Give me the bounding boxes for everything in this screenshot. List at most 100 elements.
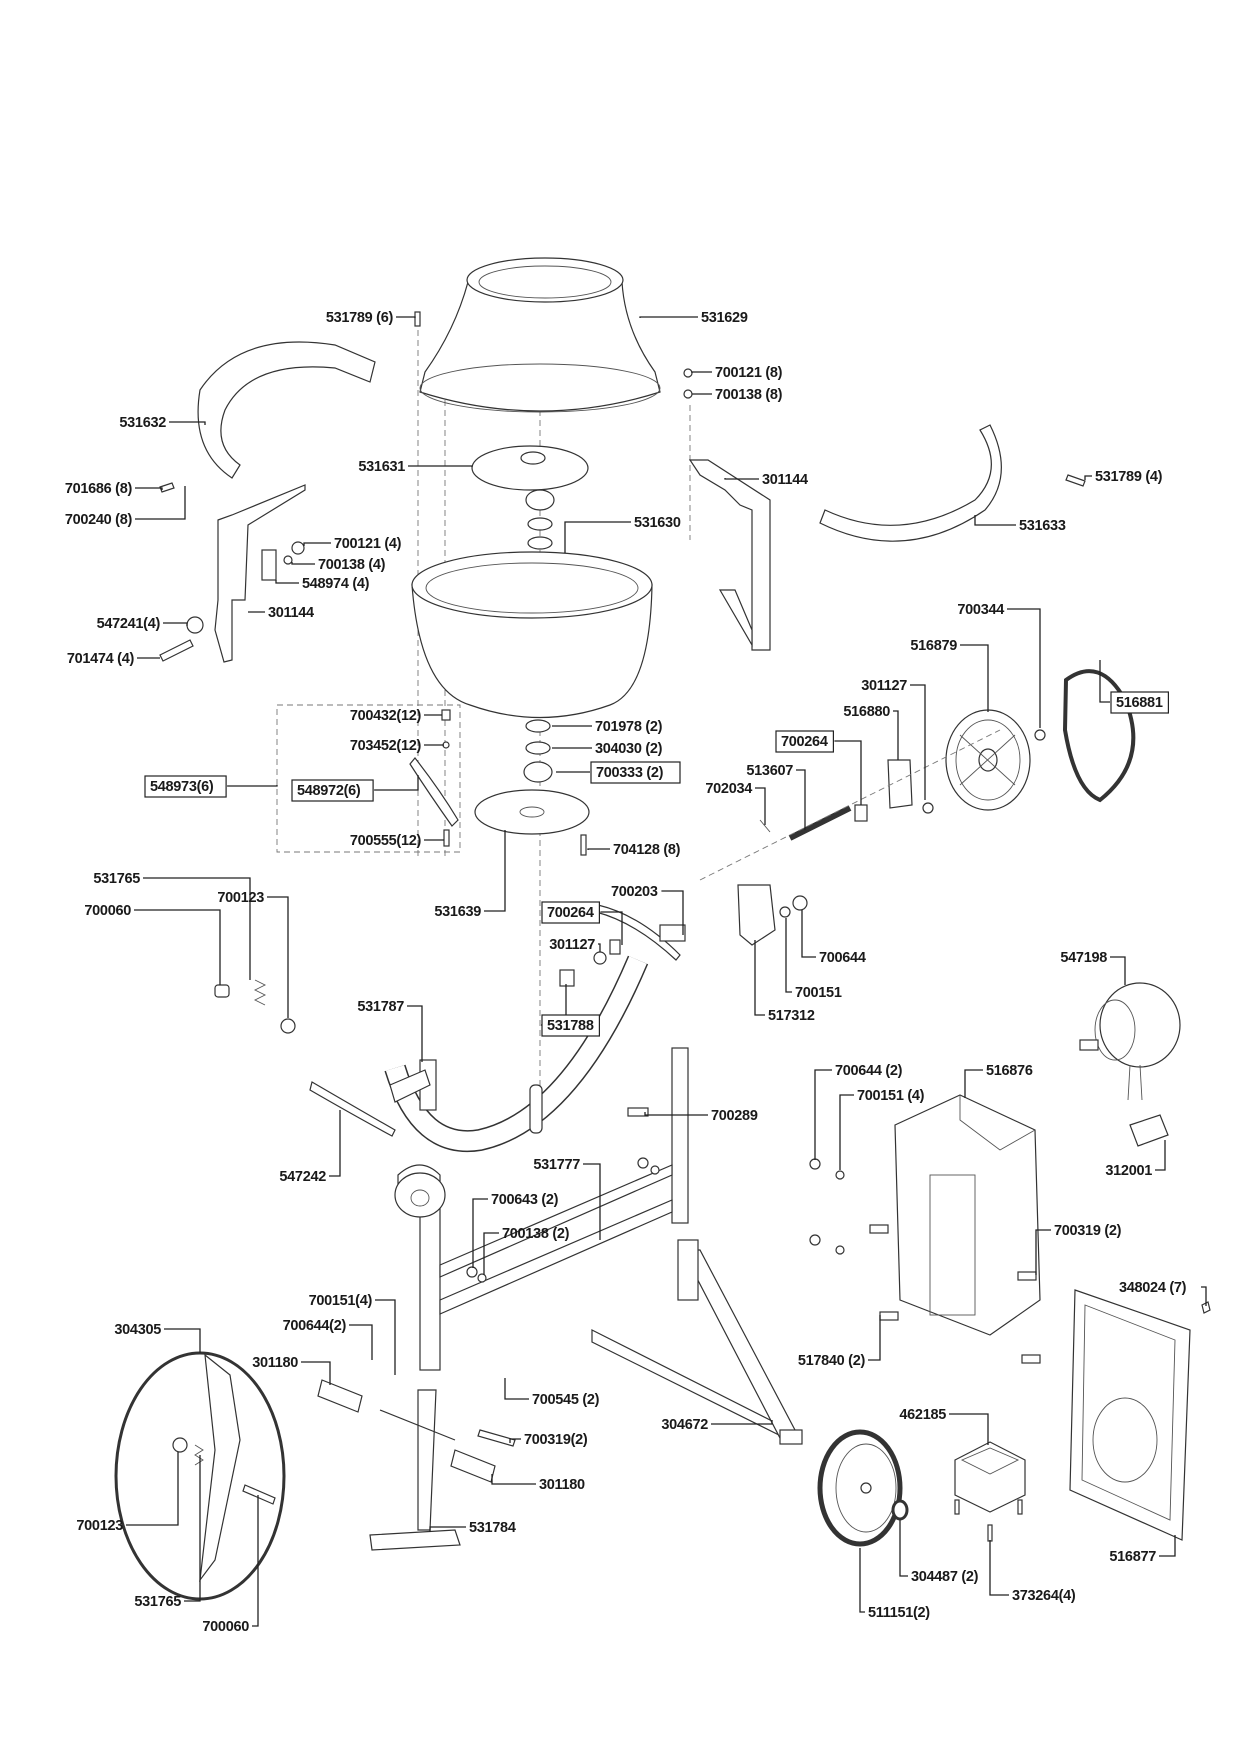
part-number-label: 547241(4) bbox=[97, 616, 161, 632]
part-label: 531765 bbox=[93, 871, 251, 980]
leader-line bbox=[1201, 1286, 1207, 1306]
part-number-label: 516876 bbox=[986, 1063, 1033, 1079]
bolt bbox=[477, 1429, 516, 1447]
leader-line bbox=[1084, 475, 1092, 480]
leader-line bbox=[374, 775, 419, 791]
washer bbox=[835, 1170, 845, 1180]
leader-line bbox=[375, 1299, 396, 1375]
motor-cover bbox=[1069, 1289, 1191, 1541]
part-number-label: 700643 (2) bbox=[491, 1192, 559, 1208]
part-number-label: 700432(12) bbox=[350, 708, 422, 724]
part-label: 531629 bbox=[639, 310, 748, 326]
ring bbox=[527, 517, 553, 531]
bearing bbox=[525, 489, 555, 511]
part-label: 700644(2) bbox=[283, 1318, 373, 1360]
label-box bbox=[541, 1014, 601, 1037]
bearing-plate-bottom bbox=[474, 789, 590, 835]
leader-line bbox=[834, 740, 862, 805]
leader-line bbox=[484, 830, 506, 912]
part-number-label: 462185 bbox=[899, 1407, 946, 1423]
leg-foot bbox=[369, 1529, 461, 1551]
part-label: 548972(6) bbox=[291, 775, 419, 802]
label-box bbox=[144, 775, 227, 798]
nut bbox=[809, 1158, 821, 1170]
leader-line bbox=[126, 1452, 179, 1526]
leader-line bbox=[134, 909, 221, 985]
part-label: 700151 (4) bbox=[839, 1088, 925, 1170]
part-label: 548974 (4) bbox=[275, 576, 370, 592]
bolt bbox=[443, 829, 450, 847]
part-label: 703452(12) bbox=[350, 738, 444, 754]
shaft-tube bbox=[659, 924, 686, 942]
part-number-label: 301180 bbox=[539, 1477, 585, 1493]
leader-line bbox=[429, 1526, 466, 1532]
part-label: 700123 bbox=[76, 1452, 179, 1534]
label-box bbox=[590, 761, 681, 784]
leader-line bbox=[1155, 1140, 1166, 1171]
wheel-axle-frame bbox=[591, 1239, 803, 1445]
screw bbox=[987, 1524, 993, 1542]
part-number-label: 373264(4) bbox=[1012, 1588, 1076, 1604]
label-box bbox=[1110, 691, 1170, 714]
part-number-label: 700151(4) bbox=[309, 1293, 373, 1309]
washer bbox=[283, 555, 293, 565]
part-label: 700319 (2) bbox=[1035, 1223, 1122, 1275]
leader-line bbox=[899, 1520, 908, 1577]
leg-crossbar bbox=[379, 1409, 456, 1441]
nut bbox=[441, 709, 451, 721]
part-number-label: 531789 (6) bbox=[326, 310, 394, 326]
part-number-label: 304487 (2) bbox=[911, 1569, 979, 1585]
part-number-label: 701978 (2) bbox=[595, 719, 663, 735]
leader-line bbox=[859, 1548, 865, 1613]
bolt bbox=[1017, 1271, 1037, 1281]
bearing bbox=[523, 761, 553, 783]
part-number-label: 700123 bbox=[217, 890, 264, 906]
ring bbox=[527, 536, 553, 550]
part-label: 304672 bbox=[661, 1417, 773, 1433]
part-number-label: 301180 bbox=[252, 1355, 298, 1371]
nut bbox=[280, 1018, 296, 1034]
part-number-label: 531633 bbox=[1019, 518, 1066, 534]
leader-line bbox=[1110, 956, 1126, 985]
leader-line bbox=[893, 710, 899, 760]
support-leg bbox=[417, 1389, 437, 1531]
leader-line bbox=[1099, 660, 1110, 703]
wheel-clip bbox=[891, 1499, 909, 1521]
part-label: 548973(6) bbox=[144, 775, 278, 798]
leader-line bbox=[598, 943, 601, 952]
part-number-label: 547198 bbox=[1060, 950, 1107, 966]
part-label: 531632 bbox=[119, 415, 206, 431]
leader-line bbox=[509, 1438, 521, 1443]
part-label: 547242 bbox=[279, 1110, 341, 1185]
leader-line bbox=[396, 316, 416, 318]
part-label: 531633 bbox=[974, 515, 1066, 534]
part-label: 547198 bbox=[1060, 950, 1126, 985]
part-number-label: 301127 bbox=[861, 678, 907, 694]
part-label: 301144 bbox=[724, 472, 808, 488]
part-number-label: 700644 (2) bbox=[835, 1063, 903, 1079]
part-number-label: 531789 (4) bbox=[1095, 469, 1163, 485]
part-number-label: 301144 bbox=[268, 605, 314, 621]
part-number-label: 548972(6) bbox=[297, 783, 361, 799]
part-label: 531777 bbox=[533, 1157, 601, 1240]
leader-line bbox=[1035, 1229, 1051, 1275]
bracket-foot bbox=[718, 589, 753, 648]
leader-line bbox=[960, 644, 989, 712]
leader-line bbox=[639, 316, 698, 318]
leader-line bbox=[491, 1474, 536, 1485]
part-number-label: 516877 bbox=[1109, 1549, 1156, 1565]
leader-line bbox=[814, 1069, 832, 1160]
leader-line bbox=[755, 787, 766, 825]
part-label: 513607 bbox=[746, 763, 806, 830]
leader-line bbox=[275, 580, 299, 584]
part-label: 531789 (4) bbox=[1084, 469, 1163, 485]
nut bbox=[683, 368, 693, 378]
nut bbox=[466, 1266, 478, 1278]
nut bbox=[792, 895, 808, 911]
tube-end bbox=[389, 1069, 431, 1103]
gear-segment-group-box bbox=[276, 704, 461, 853]
part-label: 700264 bbox=[541, 901, 623, 945]
part-number-label: 548974 (4) bbox=[302, 576, 370, 592]
leader-line bbox=[801, 910, 816, 958]
part-label: 301127 bbox=[861, 678, 926, 800]
